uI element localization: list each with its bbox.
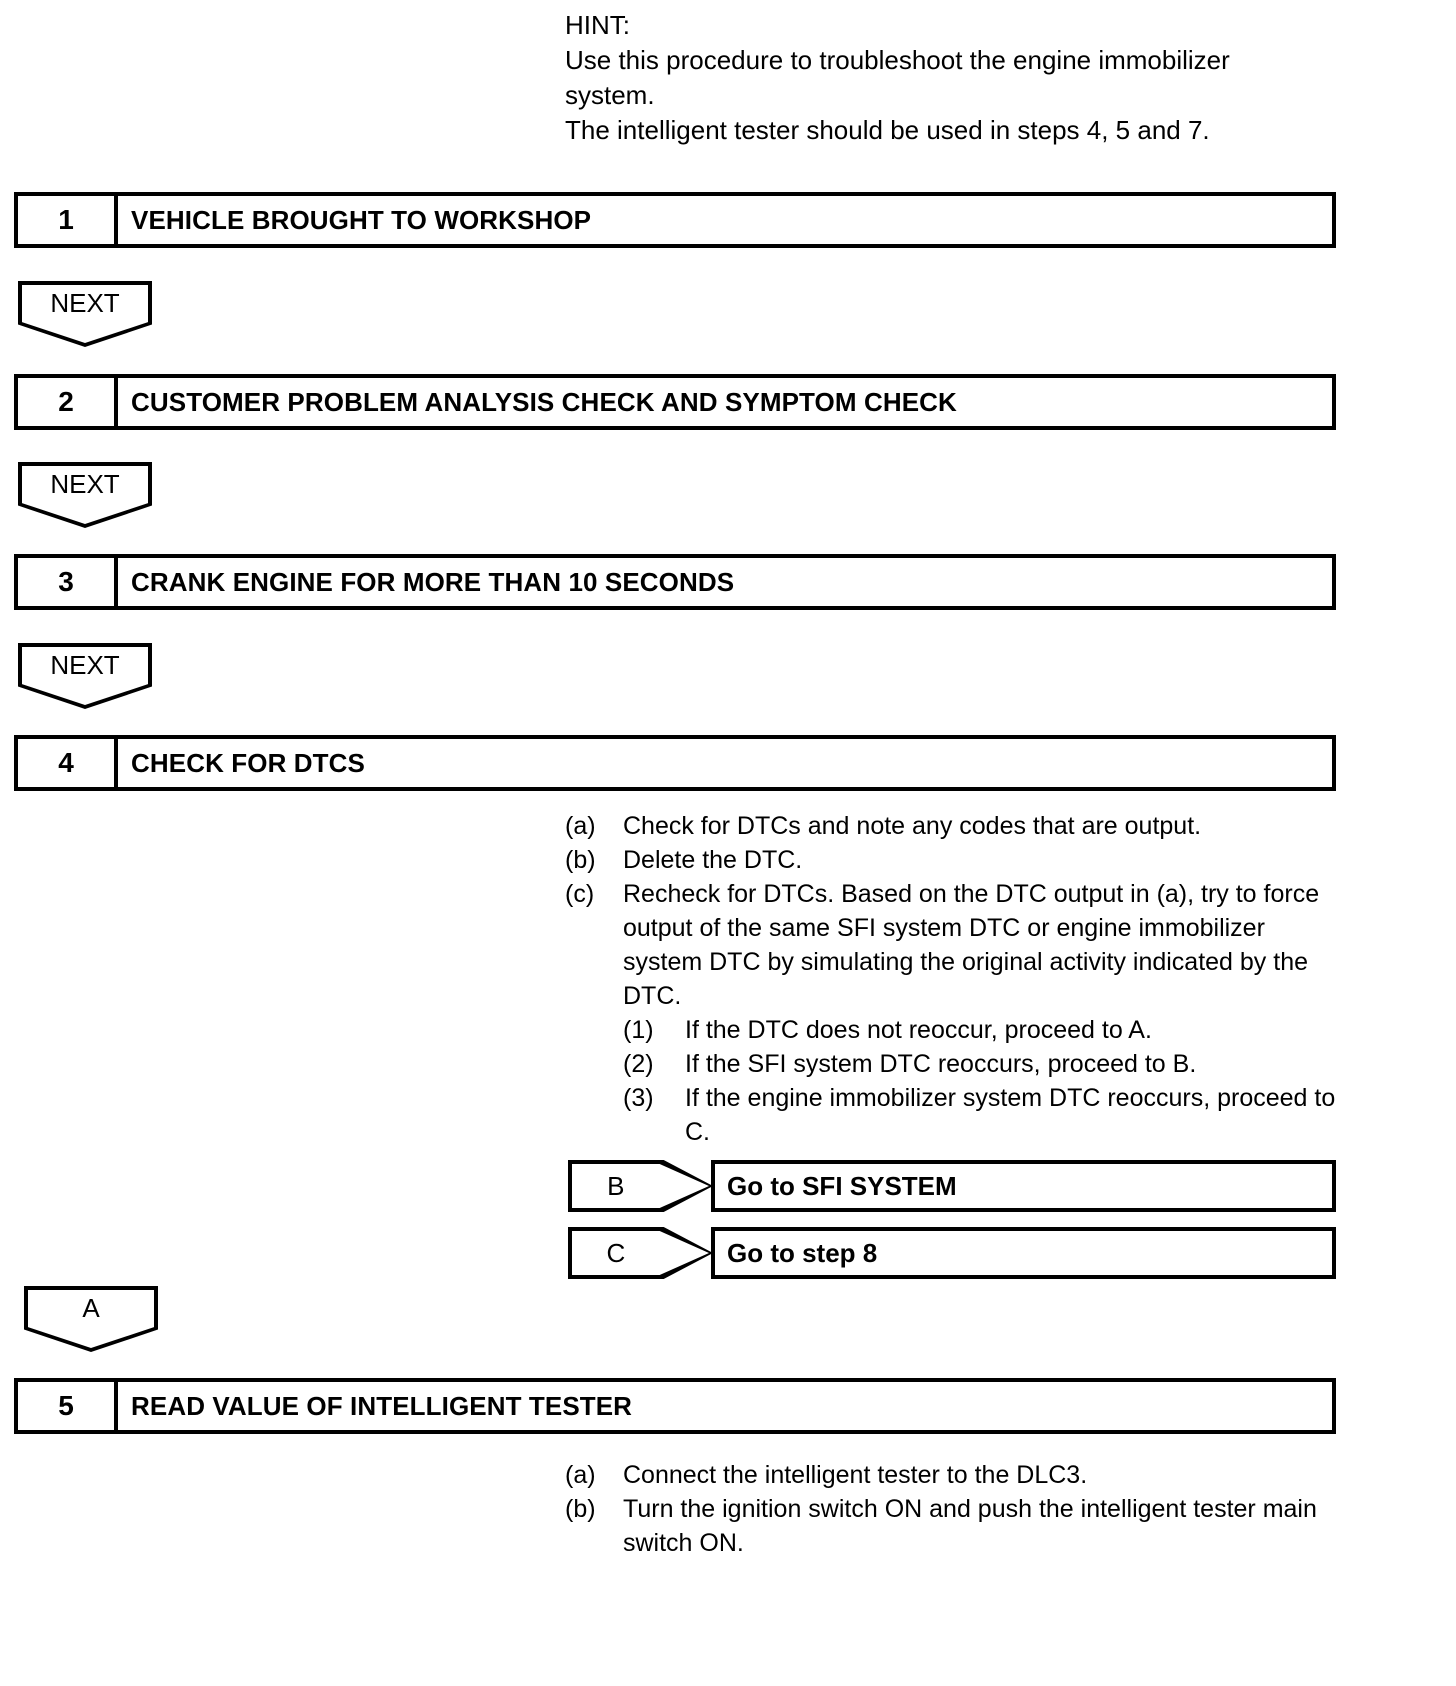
step-box-3: 3 CRANK ENGINE FOR MORE THAN 10 SECONDS [14, 554, 1336, 610]
jump-target-b[interactable]: Go to SFI SYSTEM [711, 1160, 1336, 1212]
step-title-1: VEHICLE BROUGHT TO WORKSHOP [131, 204, 592, 235]
jump-tag-c-label: C [606, 1237, 626, 1268]
list-item-text: Delete the DTC. [623, 846, 803, 874]
connector-a: A [24, 1286, 158, 1352]
step-title-5: READ VALUE OF INTELLIGENT TESTER [131, 1390, 633, 1421]
step-number-5: 5 [18, 1382, 118, 1430]
list-item-marker: (2) [623, 1050, 654, 1078]
step-number-4: 4 [18, 739, 118, 787]
step-number-1: 1 [18, 196, 118, 244]
step-title-3: CRANK ENGINE FOR MORE THAN 10 SECONDS [131, 566, 735, 597]
list-item: (a) Connect the intelligent tester to th… [565, 1458, 1345, 1492]
list-item: (b) Delete the DTC. [565, 843, 1345, 877]
list-item-text: Check for DTCs and note any codes that a… [623, 812, 1202, 840]
list-item-text: If the SFI system DTC reoccurs, proceed … [685, 1050, 1197, 1078]
step-box-2: 2 CUSTOMER PROBLEM ANALYSIS CHECK AND SY… [14, 374, 1336, 430]
list-item-marker: (a) [565, 1461, 596, 1489]
step-box-1: 1 VEHICLE BROUGHT TO WORKSHOP [14, 192, 1336, 248]
step-box-4: 4 CHECK FOR DTCS [14, 735, 1336, 791]
list-item: (c) Recheck for DTCs. Based on the DTC o… [565, 877, 1345, 1013]
step5-instruction-list: (a) Connect the intelligent tester to th… [565, 1458, 1345, 1560]
list-item: (2) If the SFI system DTC reoccurs, proc… [565, 1047, 1345, 1081]
list-item-text: If the engine immobilizer system DTC reo… [685, 1084, 1336, 1146]
hint-line-1: Use this procedure to troubleshoot the e… [565, 45, 1230, 75]
jump-tag-b: B [568, 1160, 713, 1212]
connector-next-2-label: NEXT [50, 469, 120, 499]
connector-a-label: A [82, 1293, 100, 1323]
hint-line-2: system. [565, 80, 655, 110]
step-title-4: CHECK FOR DTCS [131, 747, 365, 778]
list-item-marker: (3) [623, 1084, 654, 1112]
list-item: (3) If the engine immobilizer system DTC… [565, 1081, 1345, 1149]
step4-instruction-list: (a) Check for DTCs and note any codes th… [565, 809, 1345, 1149]
list-item-text: Connect the intelligent tester to the DL… [623, 1461, 1088, 1489]
step-number-2: 2 [18, 378, 118, 426]
connector-next-3-label: NEXT [50, 650, 120, 680]
hint-line-3: The intelligent tester should be used in… [565, 115, 1210, 145]
jump-tag-c: C [568, 1227, 713, 1279]
list-item-text: If the DTC does not reoccur, proceed to … [685, 1016, 1152, 1044]
step-box-5: 5 READ VALUE OF INTELLIGENT TESTER [14, 1378, 1336, 1434]
jump-target-c[interactable]: Go to step 8 [711, 1227, 1336, 1279]
list-item-text: Recheck for DTCs. Based on the DTC outpu… [623, 880, 1320, 1010]
list-item-marker: (b) [565, 846, 596, 874]
list-item-marker: (b) [565, 1495, 596, 1523]
jump-tag-b-label: B [607, 1170, 625, 1201]
step-number-3: 3 [18, 558, 118, 606]
hint-block: HINT: Use this procedure to troubleshoot… [565, 8, 1325, 148]
list-item: (1) If the DTC does not reoccur, proceed… [565, 1013, 1345, 1047]
connector-next-1-label: NEXT [50, 288, 120, 318]
list-item: (a) Check for DTCs and note any codes th… [565, 809, 1345, 843]
list-item-marker: (c) [565, 880, 595, 908]
connector-next-1: NEXT [18, 281, 152, 347]
connector-next-3: NEXT [18, 643, 152, 709]
list-item-marker: (1) [623, 1016, 654, 1044]
list-item-text: Turn the ignition switch ON and push the… [623, 1495, 1317, 1557]
hint-line-0: HINT: [565, 10, 630, 40]
connector-next-2: NEXT [18, 462, 152, 528]
list-item: (b) Turn the ignition switch ON and push… [565, 1492, 1345, 1560]
list-item-marker: (a) [565, 812, 596, 840]
step-title-2: CUSTOMER PROBLEM ANALYSIS CHECK AND SYMP… [131, 386, 957, 417]
